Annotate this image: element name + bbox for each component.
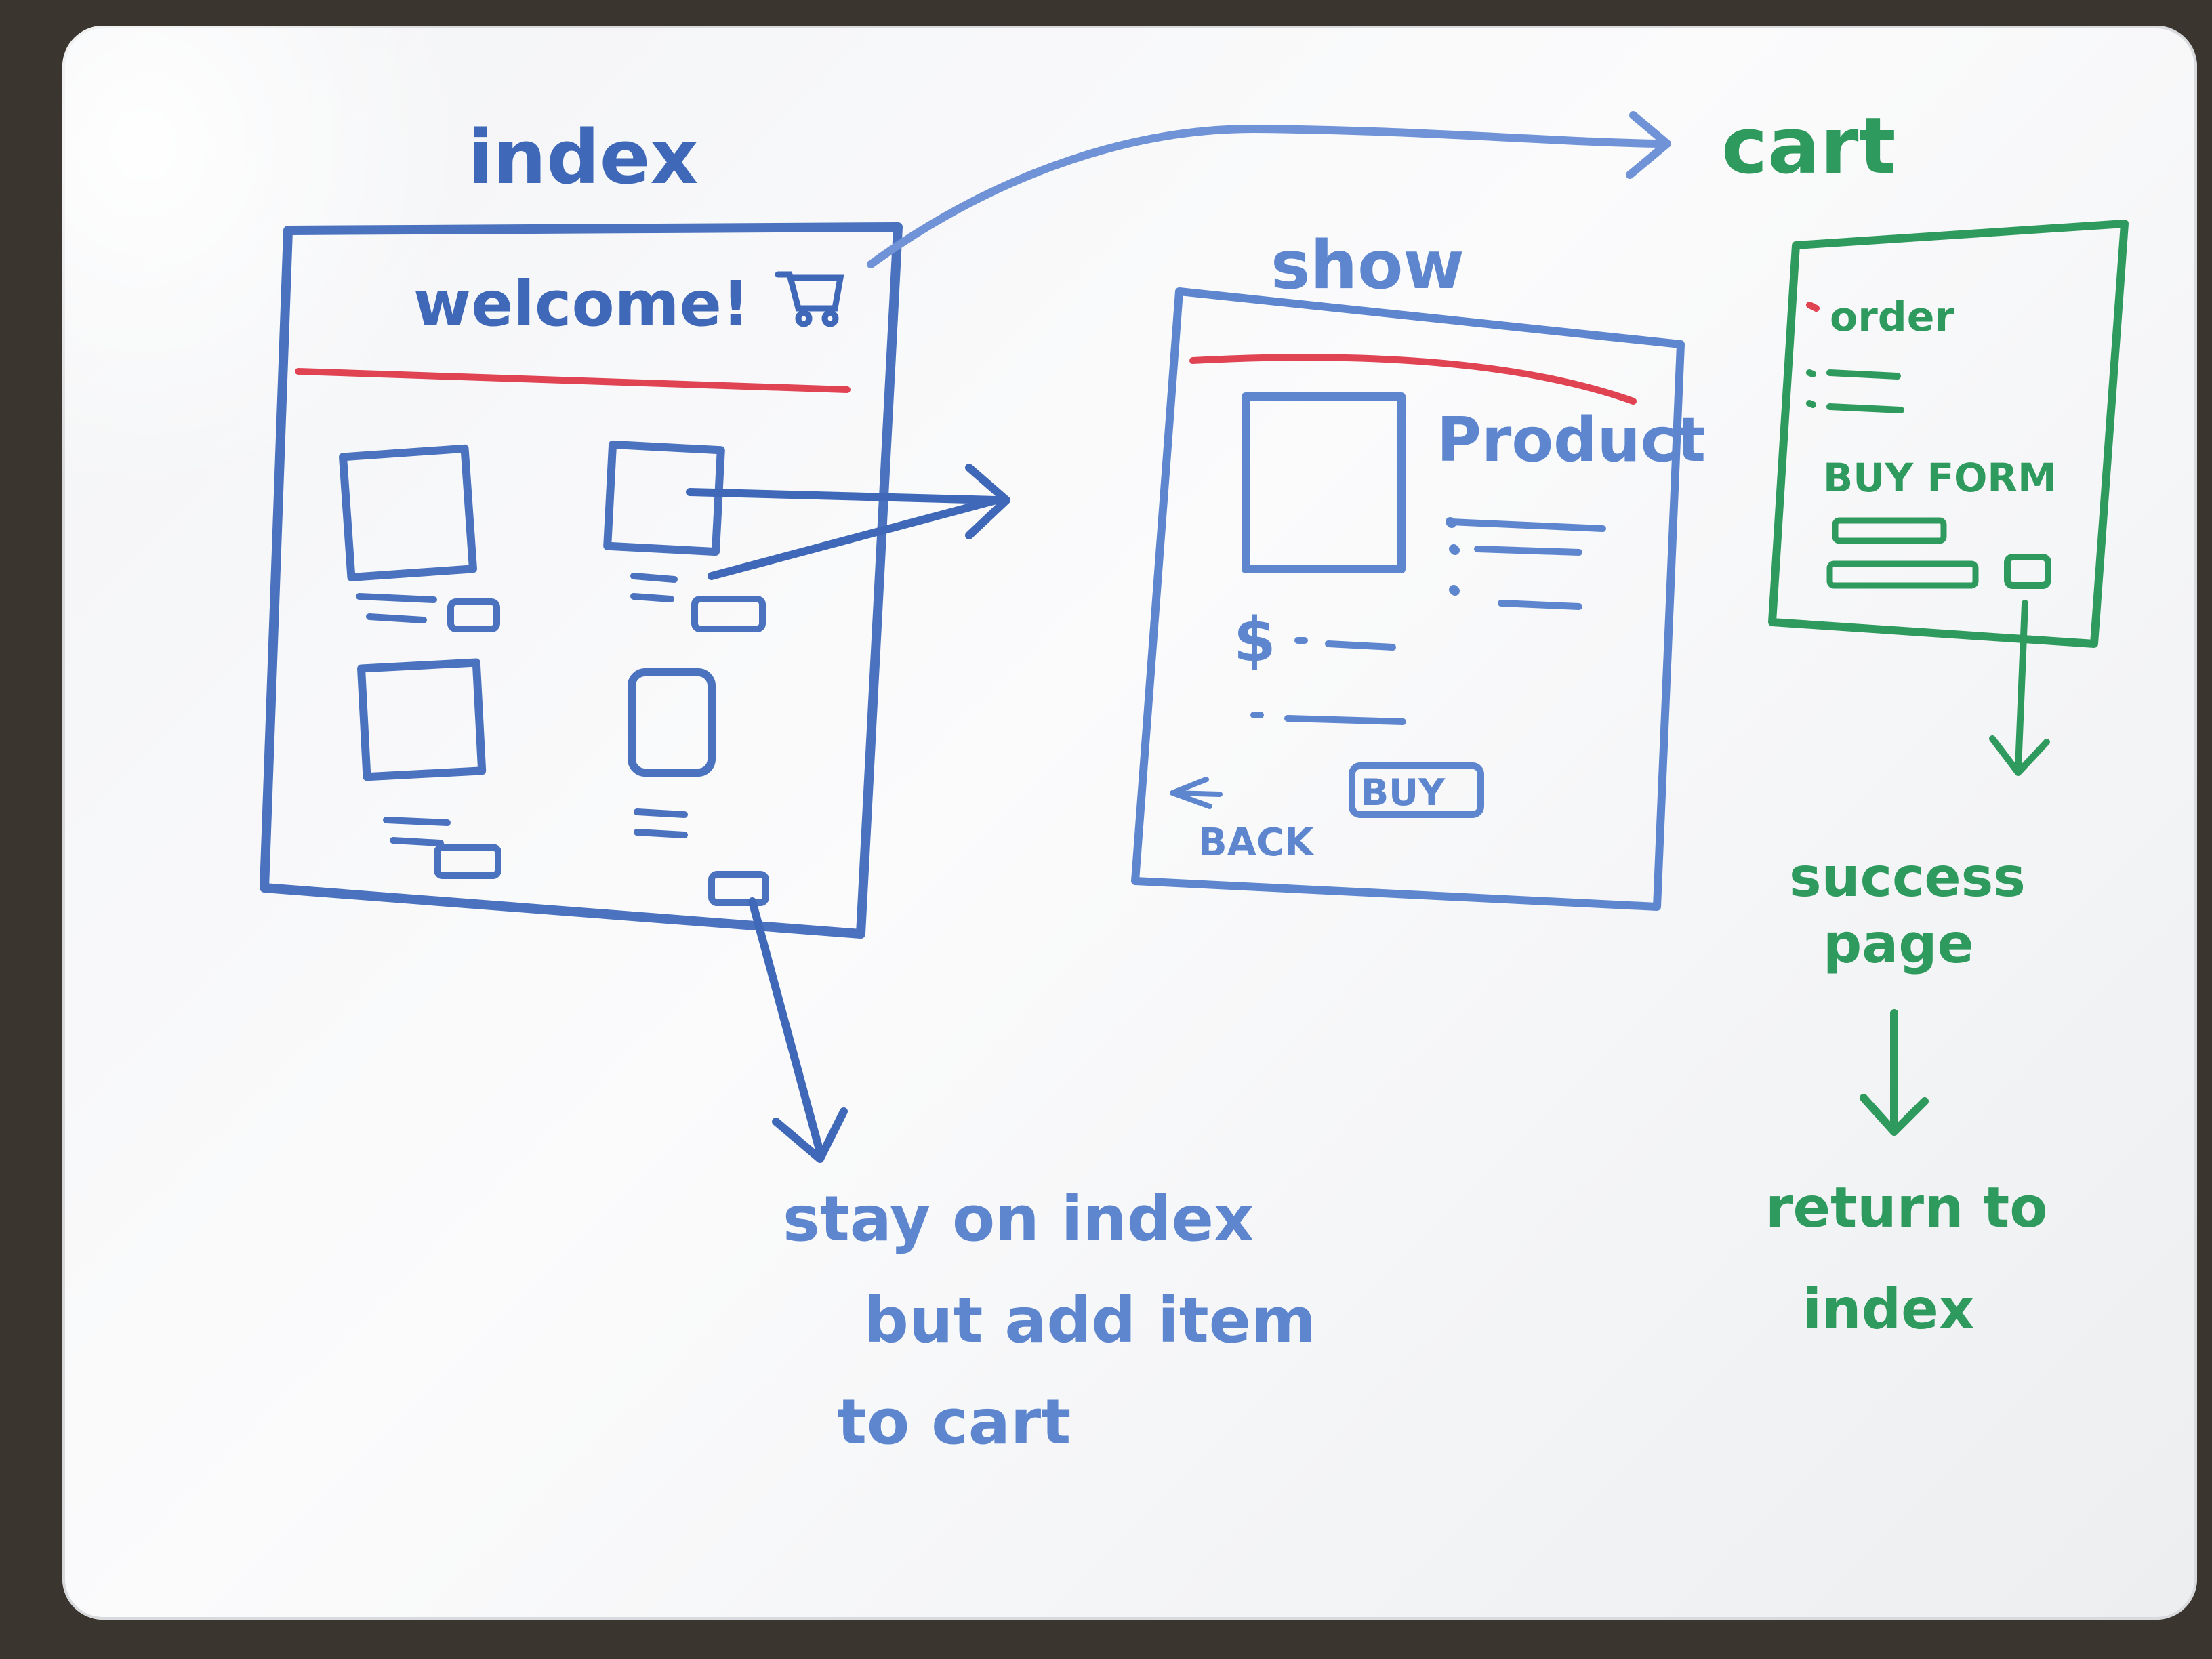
cart-order-text: order	[1830, 293, 1954, 341]
show-wireframe	[1131, 287, 1685, 911]
return-note-line2: index	[1803, 1277, 1975, 1342]
index-title: index	[468, 114, 698, 201]
cart-title: cart	[1721, 101, 1896, 192]
cart-buy-form-text: BUY FORM	[1823, 455, 2057, 501]
return-note-line1: return to	[1765, 1176, 2048, 1240]
arrow-to-cart	[867, 124, 1664, 268]
show-back-link: BACK	[1198, 821, 1315, 865]
index-welcome-text: welcome!	[413, 268, 750, 340]
index-wireframe	[260, 222, 903, 939]
stay-note-line3: to cart	[837, 1386, 1071, 1458]
arrow-to-show	[686, 488, 1000, 580]
show-price-symbol: $	[1233, 605, 1276, 676]
success-note-line1: success	[1789, 846, 2026, 909]
stay-note-line2: but add item	[864, 1284, 1316, 1357]
stay-note-line1: stay on index	[783, 1183, 1254, 1255]
arrow-to-show-head	[965, 464, 1010, 539]
cart-wireframe	[1768, 220, 2129, 648]
arrow-to-cart-head	[1626, 111, 1671, 179]
show-product-text: Product	[1437, 405, 1706, 476]
whiteboard-glare	[62, 26, 469, 500]
success-note-line2: page	[1823, 912, 1974, 975]
show-buy-button: BUY	[1361, 771, 1446, 814]
cart-icon	[775, 271, 844, 327]
arrow-to-success	[1989, 600, 2050, 776]
arrow-to-stay	[748, 897, 824, 1156]
show-title: show	[1271, 227, 1465, 304]
arrow-to-return	[1860, 1009, 1929, 1136]
arrow-to-stay-head	[772, 1107, 848, 1163]
